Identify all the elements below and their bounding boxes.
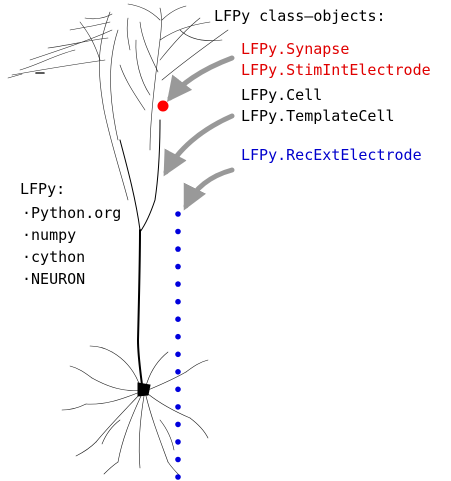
electrode-contact: [175, 333, 181, 340]
electrode-contact: [175, 439, 181, 445]
electrode-contact: [175, 298, 181, 305]
arrows: [163, 55, 235, 211]
electrode-contact: [175, 456, 181, 463]
electrode-contact: [175, 369, 181, 375]
dependency-python: ·Python.org: [22, 204, 121, 222]
template-cell-label: LFPy.TemplateCell: [241, 107, 395, 125]
electrode-contact: [175, 246, 181, 252]
dependency-numpy: ·numpy: [22, 226, 76, 244]
synapse-arrow: [166, 55, 235, 102]
soma: [137, 382, 151, 397]
apical-tuft: [7, 3, 229, 201]
electrode-contact: [175, 474, 181, 480]
electrode-arrow: [183, 167, 235, 211]
electrode-contact: [175, 421, 181, 428]
electrode-contact: [175, 351, 181, 358]
electrode-contact: [175, 211, 181, 217]
electrode-contact: [175, 228, 181, 235]
apical-trunk: [119, 119, 161, 386]
rec-ext-electrode-label: LFPy.RecExtElectrode: [241, 146, 422, 164]
synapse-marker: [157, 100, 169, 112]
electrode-contact: [175, 404, 181, 410]
electrode-contact: [175, 386, 181, 393]
electrode-contact: [175, 263, 181, 270]
cell-arrow: [163, 113, 235, 177]
class-objects-title: LFPy class—objects:: [214, 7, 386, 25]
dependencies-title: LFPy:: [20, 180, 65, 198]
dependency-cython: ·cython: [22, 248, 85, 266]
synapse-label: LFPy.Synapse: [241, 40, 349, 58]
electrode-contact: [175, 281, 181, 287]
stim-electrode-label: LFPy.StimIntElectrode: [241, 61, 431, 79]
neuron-morphology: [7, 3, 229, 477]
electrode-contact: [175, 316, 181, 323]
dependency-neuron: ·NEURON: [22, 270, 85, 288]
cell-label: LFPy.Cell: [241, 86, 322, 104]
rec-ext-electrode: [175, 211, 181, 480]
basal-dendrites: [61, 345, 209, 477]
